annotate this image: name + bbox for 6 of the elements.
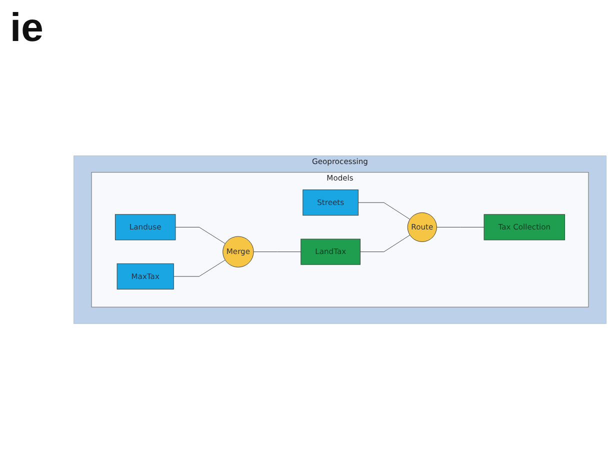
connector bbox=[173, 260, 226, 277]
connector bbox=[360, 235, 410, 252]
connector bbox=[436, 227, 484, 228]
cut-off-text: ie bbox=[10, 6, 44, 51]
connector bbox=[175, 227, 226, 244]
connector bbox=[358, 202, 410, 220]
